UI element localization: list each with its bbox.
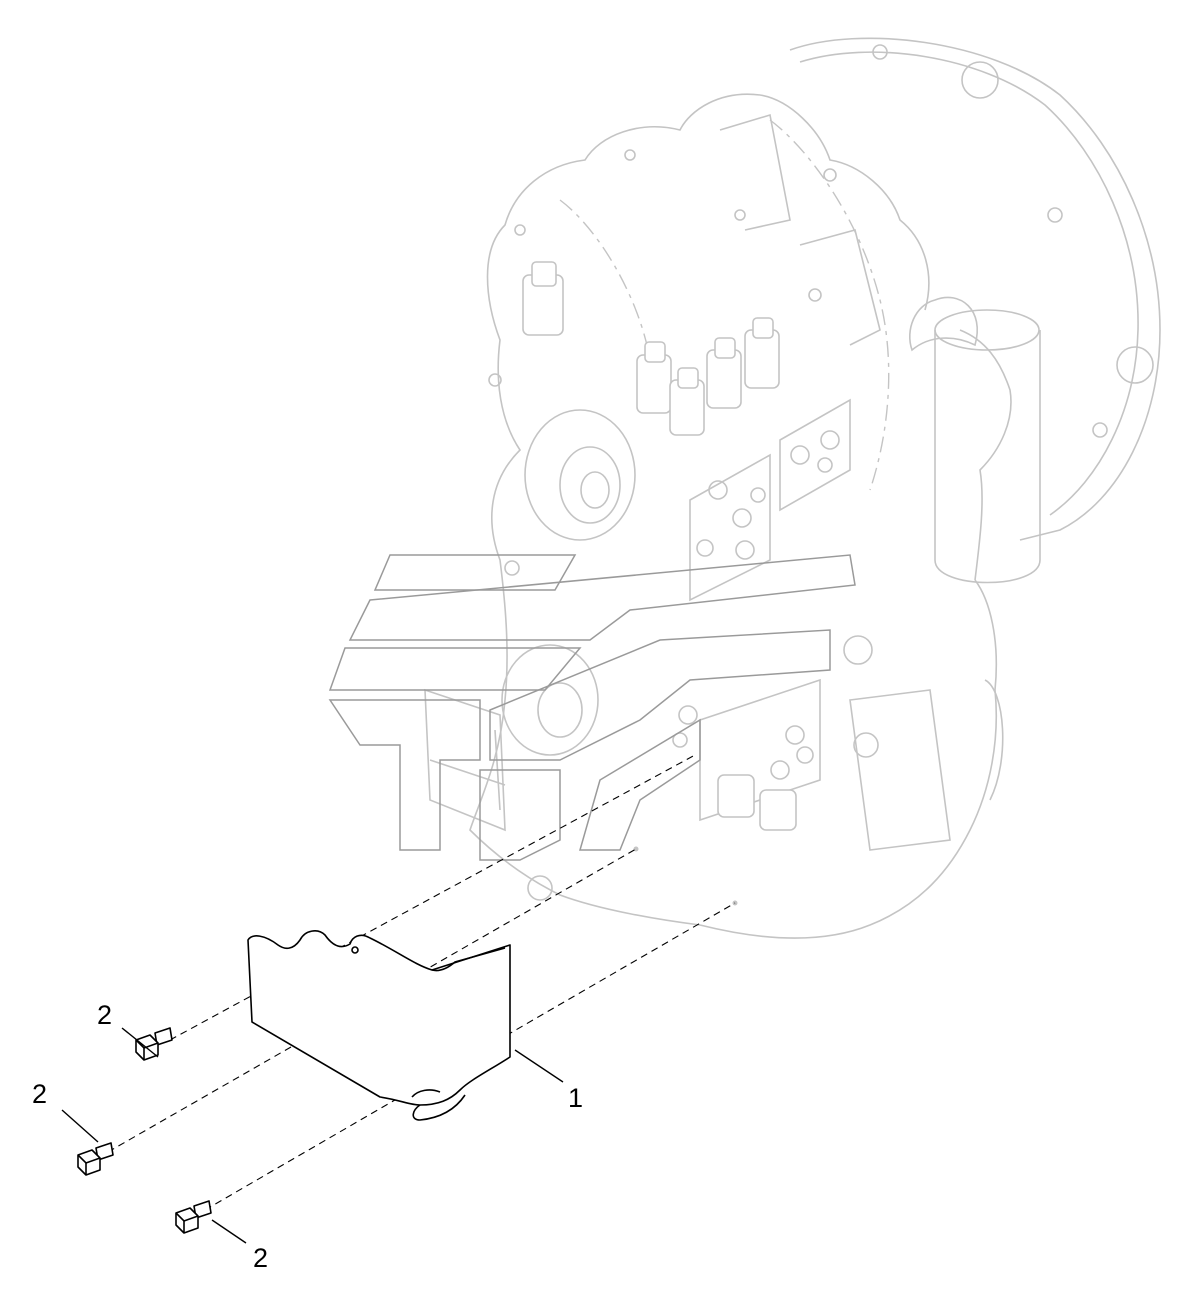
callout-leaders: [61, 1027, 564, 1244]
bolt-a: [135, 1027, 173, 1061]
callout-2-top: 2: [97, 1000, 112, 1030]
transmission-housing-outline: [424, 37, 1161, 939]
bolt-b: [77, 1142, 114, 1176]
shield-plate: [247, 930, 511, 1121]
callout-1: 1: [568, 1083, 583, 1113]
solenoid-valves: [522, 261, 780, 436]
callout-2-middle: 2: [32, 1079, 47, 1109]
callout-2-bottom: 2: [253, 1243, 268, 1273]
control-valve-blocks: [672, 398, 851, 831]
watermark-emblem: [328, 554, 856, 861]
bolt-c: [175, 1200, 212, 1234]
